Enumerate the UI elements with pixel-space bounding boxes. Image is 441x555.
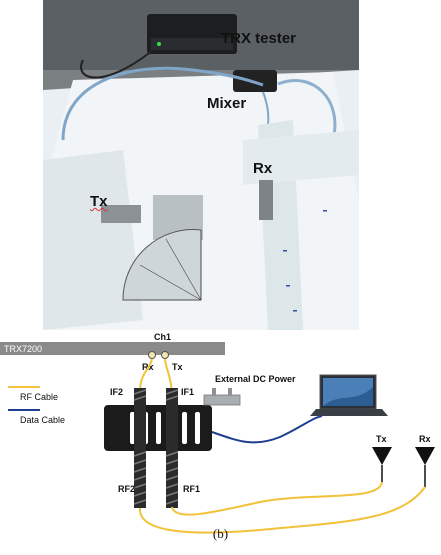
rx-port: [148, 351, 156, 359]
rf2-label: RF2: [118, 484, 135, 494]
if1-label: IF1: [181, 387, 194, 397]
if1-rf1-connector: [165, 388, 179, 508]
tx-label: Tx: [90, 193, 108, 210]
channel-label: Ch1: [154, 332, 171, 342]
rf-cable-if1: [164, 358, 173, 393]
legend: RF Cable Data Cable: [8, 386, 65, 425]
tx-port-label: Tx: [172, 362, 183, 372]
legend-data-label: Data Cable: [20, 415, 65, 425]
mixer-label: Mixer: [207, 95, 247, 112]
tx-antenna-label: Tx: [376, 434, 387, 444]
rx-antenna: [415, 447, 435, 487]
rf-cable-rf1: [171, 481, 383, 516]
if2-label: IF2: [110, 387, 123, 397]
if2-rf2-connector: [133, 388, 147, 508]
connection-diagram: TRX7200 Ch1 Rx Tx: [0, 332, 441, 550]
trx-tester-label: TRX tester: [221, 30, 297, 47]
trx7200-label: TRX7200: [4, 344, 42, 354]
rx-label: Rx: [253, 160, 273, 177]
connection-diagram-svg: TRX7200 Ch1 Rx Tx: [0, 332, 435, 534]
setup-photo-image: [43, 0, 359, 330]
dc-power-connector: [203, 394, 241, 406]
tx-port: [161, 351, 169, 359]
rf-cable-if2: [139, 358, 153, 393]
power-label: External DC Power: [215, 374, 296, 384]
figure-caption: (b): [212, 526, 229, 541]
laptop-icon: [310, 374, 388, 416]
legend-rf-label: RF Cable: [20, 392, 58, 402]
rf-cable-rf2: [138, 486, 426, 534]
rf1-label: RF1: [183, 484, 200, 494]
data-cable: [211, 415, 323, 444]
rx-antenna-label: Rx: [419, 434, 431, 444]
tx-antenna: [372, 447, 392, 482]
setup-photo: TRX tester Mixer Rx Tx: [43, 0, 359, 330]
trx7200-bar: [0, 342, 225, 355]
